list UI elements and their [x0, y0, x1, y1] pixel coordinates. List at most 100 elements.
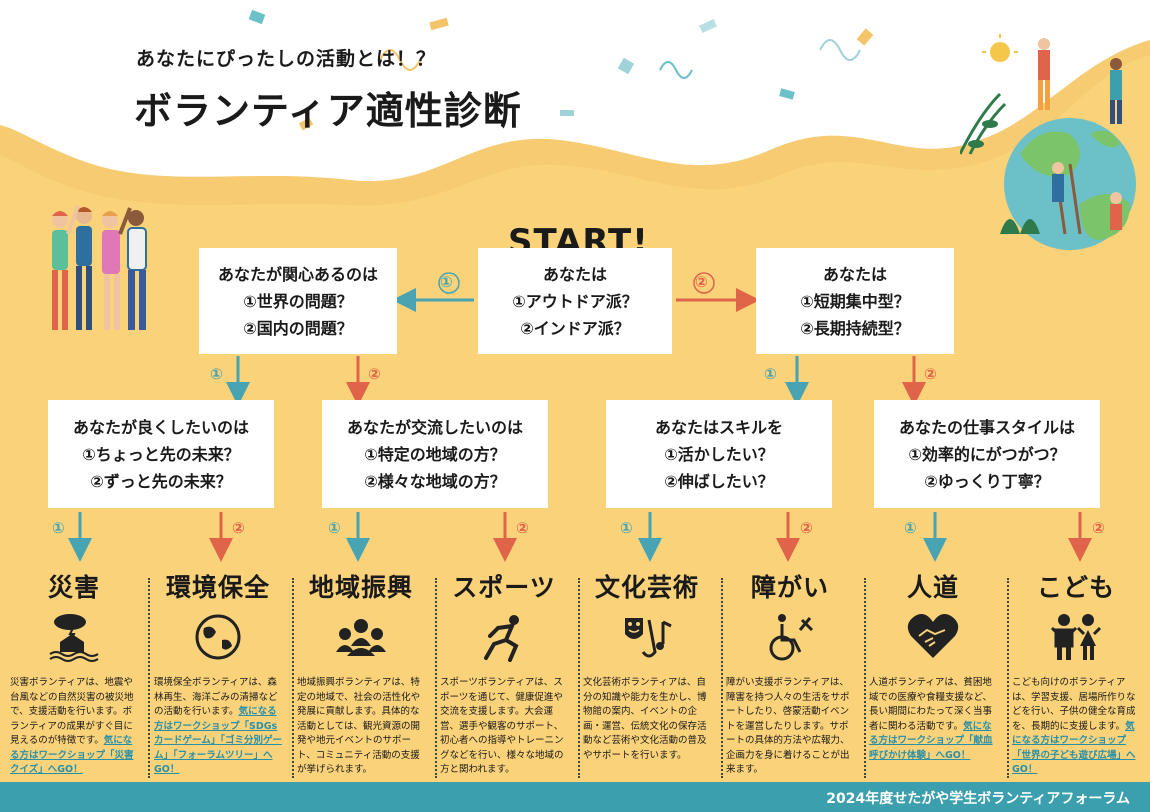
choice-one-label: ①	[904, 519, 917, 537]
heart-handshake-icon	[907, 614, 959, 658]
category-description: 障がい支援ボランティアは、障害を持つ人々の生活をサポートしたり、啓蒙活動イベント…	[720, 676, 860, 778]
description-text: 地域振興ボランティアは、特定の地域で、社会の活性化や発展に貢献します。具体的な活…	[297, 677, 421, 775]
choice-two-label: ②	[1092, 519, 1105, 537]
workshop-link[interactable]: 気になる方はワークショップ「世界の子ども遊び広場」へGO！	[1012, 720, 1136, 776]
category-title: 人道	[906, 573, 959, 602]
category-sports: スポーツ スポーツボランティアは、スポーツを通じて、健康促進や交流を支援します。…	[434, 568, 574, 778]
choice-one-label: ①	[764, 365, 777, 383]
globe-icon	[195, 614, 241, 660]
choice-two-label: ②	[695, 273, 708, 291]
category-regional: 地域振興 地域振興ボランティアは、特定の地域で、社会の活性化や発展に貢献します。…	[291, 568, 431, 778]
choice-one-label: ①	[328, 519, 341, 537]
category-disability: 障がい 障がい支援ボランティアは、障害を持つ人々の生活をサポートしたり、啓蒙活動…	[720, 568, 860, 778]
question-line: あなたが関心あるのは	[217, 264, 378, 284]
footer-bar: 2024年度せたがや学生ボランティアフォーラム	[0, 782, 1150, 812]
category-title: 障がい	[750, 573, 829, 602]
page-title: ボランティア適性診断	[134, 89, 522, 133]
question-option-2: ②様々な地域の方？	[364, 471, 506, 491]
question-option-2: ②ずっと先の未来？	[90, 471, 232, 491]
choice-one-label: ①	[52, 519, 65, 537]
choice-two-label: ②	[800, 519, 813, 537]
question-option-1: ①アウトドア派？	[512, 291, 638, 311]
description-text: スポーツボランティアは、スポーツを通じて、健康促進や交流を支援します。大会運営、…	[440, 677, 564, 775]
column-divider	[435, 578, 437, 778]
choice-two-label: ②	[232, 519, 245, 537]
category-title: 文化芸術	[594, 573, 699, 602]
question-line: あなたは	[822, 264, 887, 284]
community-icon	[336, 619, 386, 656]
workshop-link[interactable]: 気になる方はワークショップ「SDGsカードゲーム」「ゴミ分別ゲーム」「フォーラム…	[154, 706, 282, 775]
question-option-1: ①ちょっと先の未来？	[82, 444, 240, 464]
question-region-box: あなたが交流したいのは ①特定の地域の方？ ②様々な地域の方？	[322, 400, 548, 508]
question-interest-box: あなたが関心あるのは ①世界の問題？ ②国内の問題？	[199, 248, 397, 354]
question-option-2: ②インドア派？	[520, 318, 630, 338]
category-description: スポーツボランティアは、スポーツを通じて、健康促進や交流を支援します。大会運営、…	[434, 676, 574, 778]
category-description: こども向けのボランティアは、学習支援、居場所作りなどを行い、子供の健全な育成を、…	[1006, 676, 1146, 778]
flood-house-icon	[49, 614, 99, 662]
column-divider	[864, 578, 866, 778]
category-description: 人道ボランティアは、貧困地域での医療や食糧支援など、長い期間にわたって深く当事者…	[863, 676, 1003, 763]
description-text: 障がい支援ボランティアは、障害を持つ人々の生活をサポートしたり、啓蒙活動イベント…	[726, 677, 850, 775]
category-description: 災害ボランティアは、地震や台風などの自然災害の被災地で、支援活動を行います。ボラ…	[4, 676, 144, 778]
workshop-link[interactable]: 気になる方はワークショップ「災害クイズ」へGO！	[10, 735, 134, 775]
question-option-1: ①世界の問題？	[243, 291, 353, 311]
earth-volunteers-illustration-icon	[960, 34, 1136, 250]
question-duration-box: あなたは ①短期集中型？ ②長期持続型？	[756, 248, 954, 354]
question-option-2: ②長期持続型？	[800, 318, 910, 338]
category-title: 地域振興	[308, 573, 413, 602]
question-skill-box: あなたはスキルを ①活かしたい？ ②伸ばしたい？	[606, 400, 832, 508]
choice-two-label: ②	[368, 365, 381, 383]
page-subtitle: あなたにぴったしの活動とは！？	[136, 48, 437, 70]
question-workstyle-box: あなたの仕事スタイルは ①効率的にがつがつ？ ②ゆっくり丁寧？	[874, 400, 1100, 508]
question-line: あなたの仕事スタイルは	[898, 417, 1075, 437]
category-description: 環境保全ボランティアは、森林再生、海洋ごみの清掃などの活動を行います。気になる方…	[148, 676, 288, 778]
column-divider	[292, 578, 294, 778]
category-description: 地域振興ボランティアは、特定の地域で、社会の活性化や発展に貢献します。具体的な活…	[291, 676, 431, 778]
question-line: あなたが良くしたいのは	[72, 417, 249, 437]
question-option-2: ②伸ばしたい？	[664, 471, 774, 491]
question-future-box: あなたが良くしたいのは ①ちょっと先の未来？ ②ずっと先の未来？	[48, 400, 274, 508]
column-divider	[721, 578, 723, 778]
category-title: スポーツ	[452, 573, 556, 602]
question-option-1: ①短期集中型？	[800, 291, 910, 311]
question-option-1: ①特定の地域の方？	[364, 444, 506, 464]
category-description: 文化芸術ボランティアは、自分の知識や能力を生かし、博物館の案内、イベントの企画・…	[577, 676, 717, 763]
description-text: 災害ボランティアは、地震や台風などの自然災害の被災地で、支援活動を行います。ボラ…	[10, 677, 134, 746]
category-children: こども こども向けのボランティアは、学習支援、居場所作りなどを行い、子供の健全な…	[1006, 568, 1146, 778]
description-text: こども向けのボランティアは、学習支援、居場所作りなどを行い、子供の健全な育成を、…	[1012, 677, 1136, 732]
question-option-1: ①効率的にがつがつ？	[908, 444, 1066, 464]
people-illustration-icon	[52, 205, 147, 330]
choice-two-label: ②	[516, 519, 529, 537]
question-line: あなたはスキルを	[654, 417, 783, 437]
theater-music-icon	[625, 618, 672, 658]
column-divider	[1007, 578, 1009, 778]
question-option-2: ②ゆっくり丁寧？	[924, 471, 1050, 491]
header-background	[0, 0, 1150, 206]
question-option-1: ①活かしたい？	[664, 444, 774, 464]
question-line: あなたが交流したいのは	[346, 417, 523, 437]
description-text: 人道ボランティアは、貧困地域での医療や食糧支援など、長い期間にわたって深く当事者…	[869, 677, 993, 732]
question-start-box: あなたは ①アウトドア派？ ②インドア派？	[478, 248, 672, 354]
category-title: 災害	[47, 573, 100, 602]
column-divider	[578, 578, 580, 778]
category-arts: 文化芸術 文化芸術ボランティアは、自分の知識や能力を生かし、博物館の案内、イベン…	[577, 568, 717, 763]
category-title: こども	[1036, 573, 1115, 602]
choice-one-label: ①	[620, 519, 633, 537]
choice-one-label: ①	[440, 273, 453, 291]
column-divider	[148, 578, 150, 778]
description-text: 文化芸術ボランティアは、自分の知識や能力を生かし、博物館の案内、イベントの企画・…	[583, 677, 707, 761]
category-environment: 環境保全 環境保全ボランティアは、森林再生、海洋ごみの清掃などの活動を行います。…	[148, 568, 288, 778]
workshop-link[interactable]: 気になる方はワークショップ「献血呼びかけ体験」へGO！	[869, 720, 993, 761]
description-text: 環境保全ボランティアは、森林再生、海洋ごみの清掃などの活動を行います。	[154, 677, 278, 717]
category-disaster: 災害 災害ボランティアは、地震や台風などの自然災害の被災地で、支援活動を行います…	[4, 568, 144, 778]
choice-two-label: ②	[924, 365, 937, 383]
runner-icon	[484, 615, 519, 662]
question-line: あなたは	[542, 264, 607, 284]
question-option-2: ②国内の問題？	[243, 318, 353, 338]
choice-one-label: ①	[210, 365, 223, 383]
category-title: 環境保全	[165, 573, 270, 602]
wheelchair-icon	[769, 614, 814, 661]
footer-text: 2024年度せたがや学生ボランティアフォーラム	[826, 791, 1130, 807]
children-icon	[1050, 614, 1102, 660]
category-humanitarian: 人道 人道ボランティアは、貧困地域での医療や食糧支援など、長い期間にわたって深く…	[863, 568, 1003, 763]
